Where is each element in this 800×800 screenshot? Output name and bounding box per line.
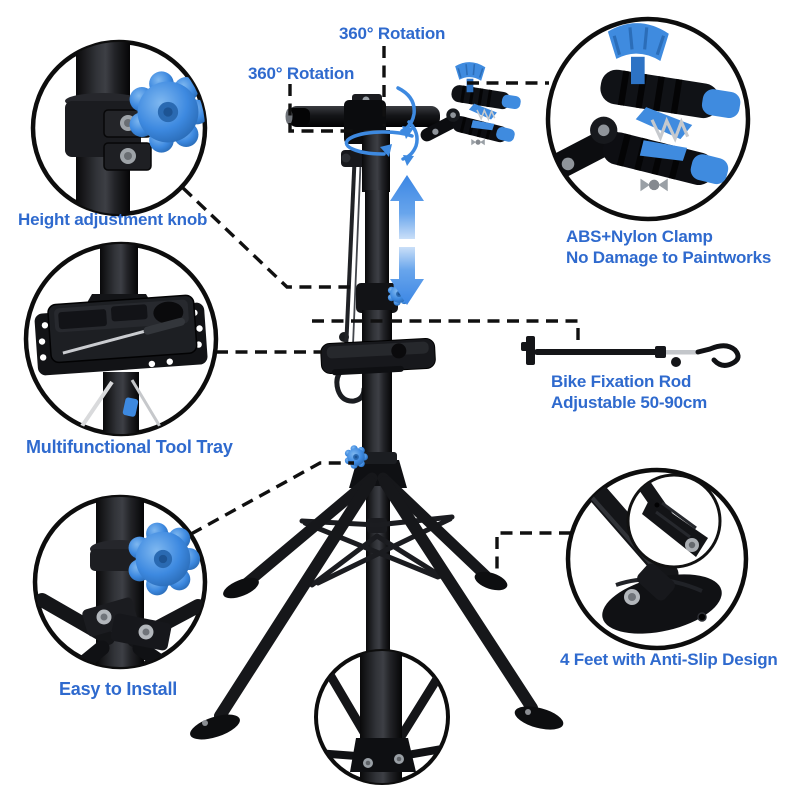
inset-height-knob (30, 39, 208, 217)
tool-tray (320, 337, 436, 376)
tripod-legs (214, 472, 538, 722)
callout-height-knob: Height adjustment knob (18, 210, 208, 229)
callout-easy-install: Easy to Install (59, 679, 178, 699)
height-collar (356, 283, 398, 313)
callout-tool-tray: Multifunctional Tool Tray (26, 437, 233, 457)
inset-easy-install (32, 494, 208, 670)
main-clamp (427, 62, 522, 145)
callout-feet: 4 Feet with Anti-Slip Design (560, 650, 778, 669)
rod-hook (334, 347, 367, 404)
callout-clamp-line2: No Damage to Paintworks (566, 248, 772, 267)
height-arrow-icon (390, 175, 424, 305)
callout-rod-line1: Bike Fixation Rod (551, 372, 692, 391)
leader-lines (181, 46, 580, 569)
callout-rotation-left: 360° Rotation (248, 64, 355, 83)
callout-fixation-rod: Bike Fixation Rod Adjustable 50-90cm (551, 371, 707, 413)
callout-clamp: ABS+Nylon Clamp No Damage to Paintworks (566, 226, 771, 268)
callout-rod-line2: Adjustable 50-90cm (551, 393, 708, 412)
callout-clamp-line1: ABS+Nylon Clamp (566, 227, 713, 246)
main-stand (190, 62, 564, 740)
inset-base-hub (314, 649, 450, 785)
inset-clamp (545, 16, 751, 222)
fixation-rod (521, 336, 741, 368)
rotation-arrowheads (380, 126, 414, 166)
feet (190, 571, 564, 740)
callout-rotation-top: 360° Rotation (339, 24, 446, 43)
inset-foot (565, 467, 749, 651)
inset-tool-tray (23, 241, 219, 437)
